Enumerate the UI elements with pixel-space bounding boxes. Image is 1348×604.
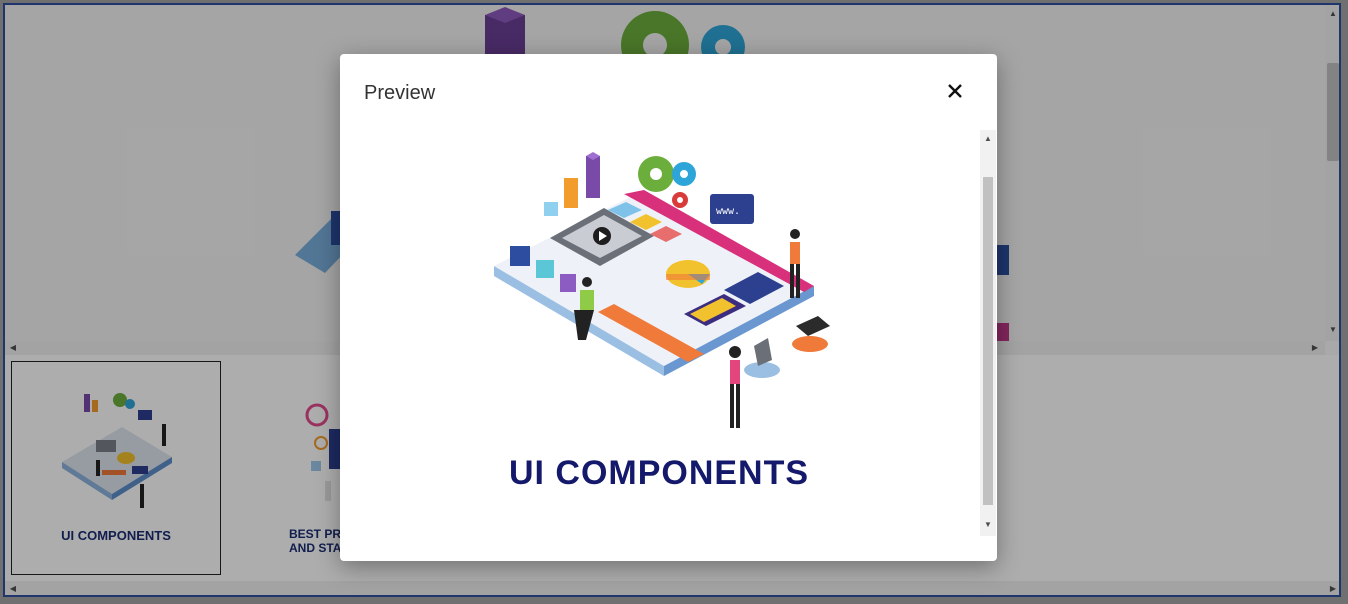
- viewer-vertical-scrollbar[interactable]: ▲ ▼: [1325, 5, 1339, 341]
- preview-dialog: Preview: [340, 54, 997, 561]
- scroll-down-icon[interactable]: ▼: [984, 520, 992, 529]
- scroll-down-icon[interactable]: ▼: [1329, 325, 1337, 334]
- thumbnail-label: UI COMPONENTS: [61, 528, 171, 543]
- ui-components-illustration: www.: [494, 152, 830, 428]
- scroll-up-icon[interactable]: ▲: [984, 134, 992, 143]
- close-icon[interactable]: [942, 78, 968, 104]
- preview-caption: UI COMPONENTS: [508, 454, 810, 492]
- dialog-title: Preview: [364, 82, 436, 104]
- strip-horizontal-scrollbar[interactable]: ◀ ▶: [5, 581, 1339, 595]
- dialog-vertical-scrollbar[interactable]: ▲ ▼: [980, 130, 996, 536]
- scrollbar-thumb[interactable]: [983, 177, 993, 505]
- scrollbar-thumb[interactable]: [1327, 63, 1339, 161]
- scroll-right-icon[interactable]: ▶: [1329, 584, 1337, 593]
- scroll-right-icon[interactable]: ▶: [1311, 343, 1319, 352]
- thumbnail-ui-components[interactable]: UI COMPONENTS: [11, 361, 221, 575]
- preview-content: www. UI COMPONENTS: [364, 130, 984, 536]
- scroll-left-icon[interactable]: ◀: [9, 343, 17, 352]
- svg-text:www.: www.: [716, 206, 740, 217]
- thumbnail-illustration: [62, 393, 172, 508]
- thumbnail-label-line1: BEST PRA: [289, 527, 350, 541]
- thumbnail-label-line2: AND STAN: [289, 541, 351, 555]
- thumbnail-best-practices[interactable]: BEST PRA AND STAN: [241, 361, 451, 575]
- scroll-left-icon[interactable]: ◀: [9, 584, 17, 593]
- scroll-up-icon[interactable]: ▲: [1329, 9, 1337, 18]
